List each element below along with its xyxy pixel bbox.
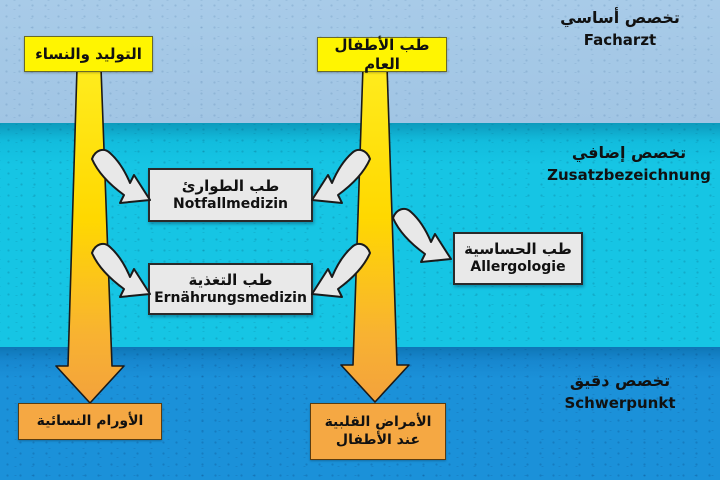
box-notfallmedizin-label-de: Notfallmedizin [173, 195, 288, 212]
box-notfallmedizin: طب الطوارئ Notfallmedizin [148, 168, 313, 222]
box-ped-cardiology-label-line1: الأمراض القلبية [324, 414, 432, 430]
level-label-schwerpunkt: تخصص دقيق Schwerpunkt [535, 371, 705, 412]
level-label-schwerpunkt-ar: تخصص دقيق [569, 371, 671, 390]
box-allergologie-label-ar: طب الحساسية [464, 240, 572, 259]
box-obgyn-label: التوليد والنساء [35, 44, 142, 63]
box-obgyn: التوليد والنساء [24, 36, 153, 72]
level-label-facharzt-de: Facharzt [583, 31, 657, 49]
box-pediatrics-label: طب الأطفال العام [334, 35, 430, 73]
box-ped-cardiology: الأمراض القلبية عند الأطفال [310, 403, 446, 460]
level-label-facharzt: تخصص أساسي Facharzt [535, 8, 705, 49]
box-ernaehrungsmedizin-label-ar: طب التغذية [188, 270, 273, 289]
box-notfallmedizin-label-ar: طب الطوارئ [181, 176, 280, 195]
box-allergologie: طب الحساسية Allergologie [453, 232, 583, 285]
box-ernaehrungsmedizin-label-de: Ernährungsmedizin [154, 289, 307, 306]
box-pediatrics: طب الأطفال العام [317, 35, 447, 73]
box-allergologie-label-de: Allergologie [470, 259, 566, 276]
box-gyn-oncology-label: الأورام النسائية [36, 412, 144, 429]
box-gyn-oncology: الأورام النسائية [18, 403, 162, 440]
level-label-zusatzbezeichnung: تخصص إضافي Zusatzbezeichnung [544, 143, 714, 184]
box-ernaehrungsmedizin: طب التغذية Ernährungsmedizin [148, 263, 313, 315]
level-label-zusatzbezeichnung-de: Zusatzbezeichnung [547, 166, 711, 184]
level-label-facharzt-ar: تخصص أساسي [560, 8, 680, 27]
level-label-schwerpunkt-de: Schwerpunkt [564, 394, 676, 412]
box-ped-cardiology-label-line2: عند الأطفال [335, 431, 421, 448]
level-label-zusatzbezeichnung-ar: تخصص إضافي [571, 143, 687, 162]
